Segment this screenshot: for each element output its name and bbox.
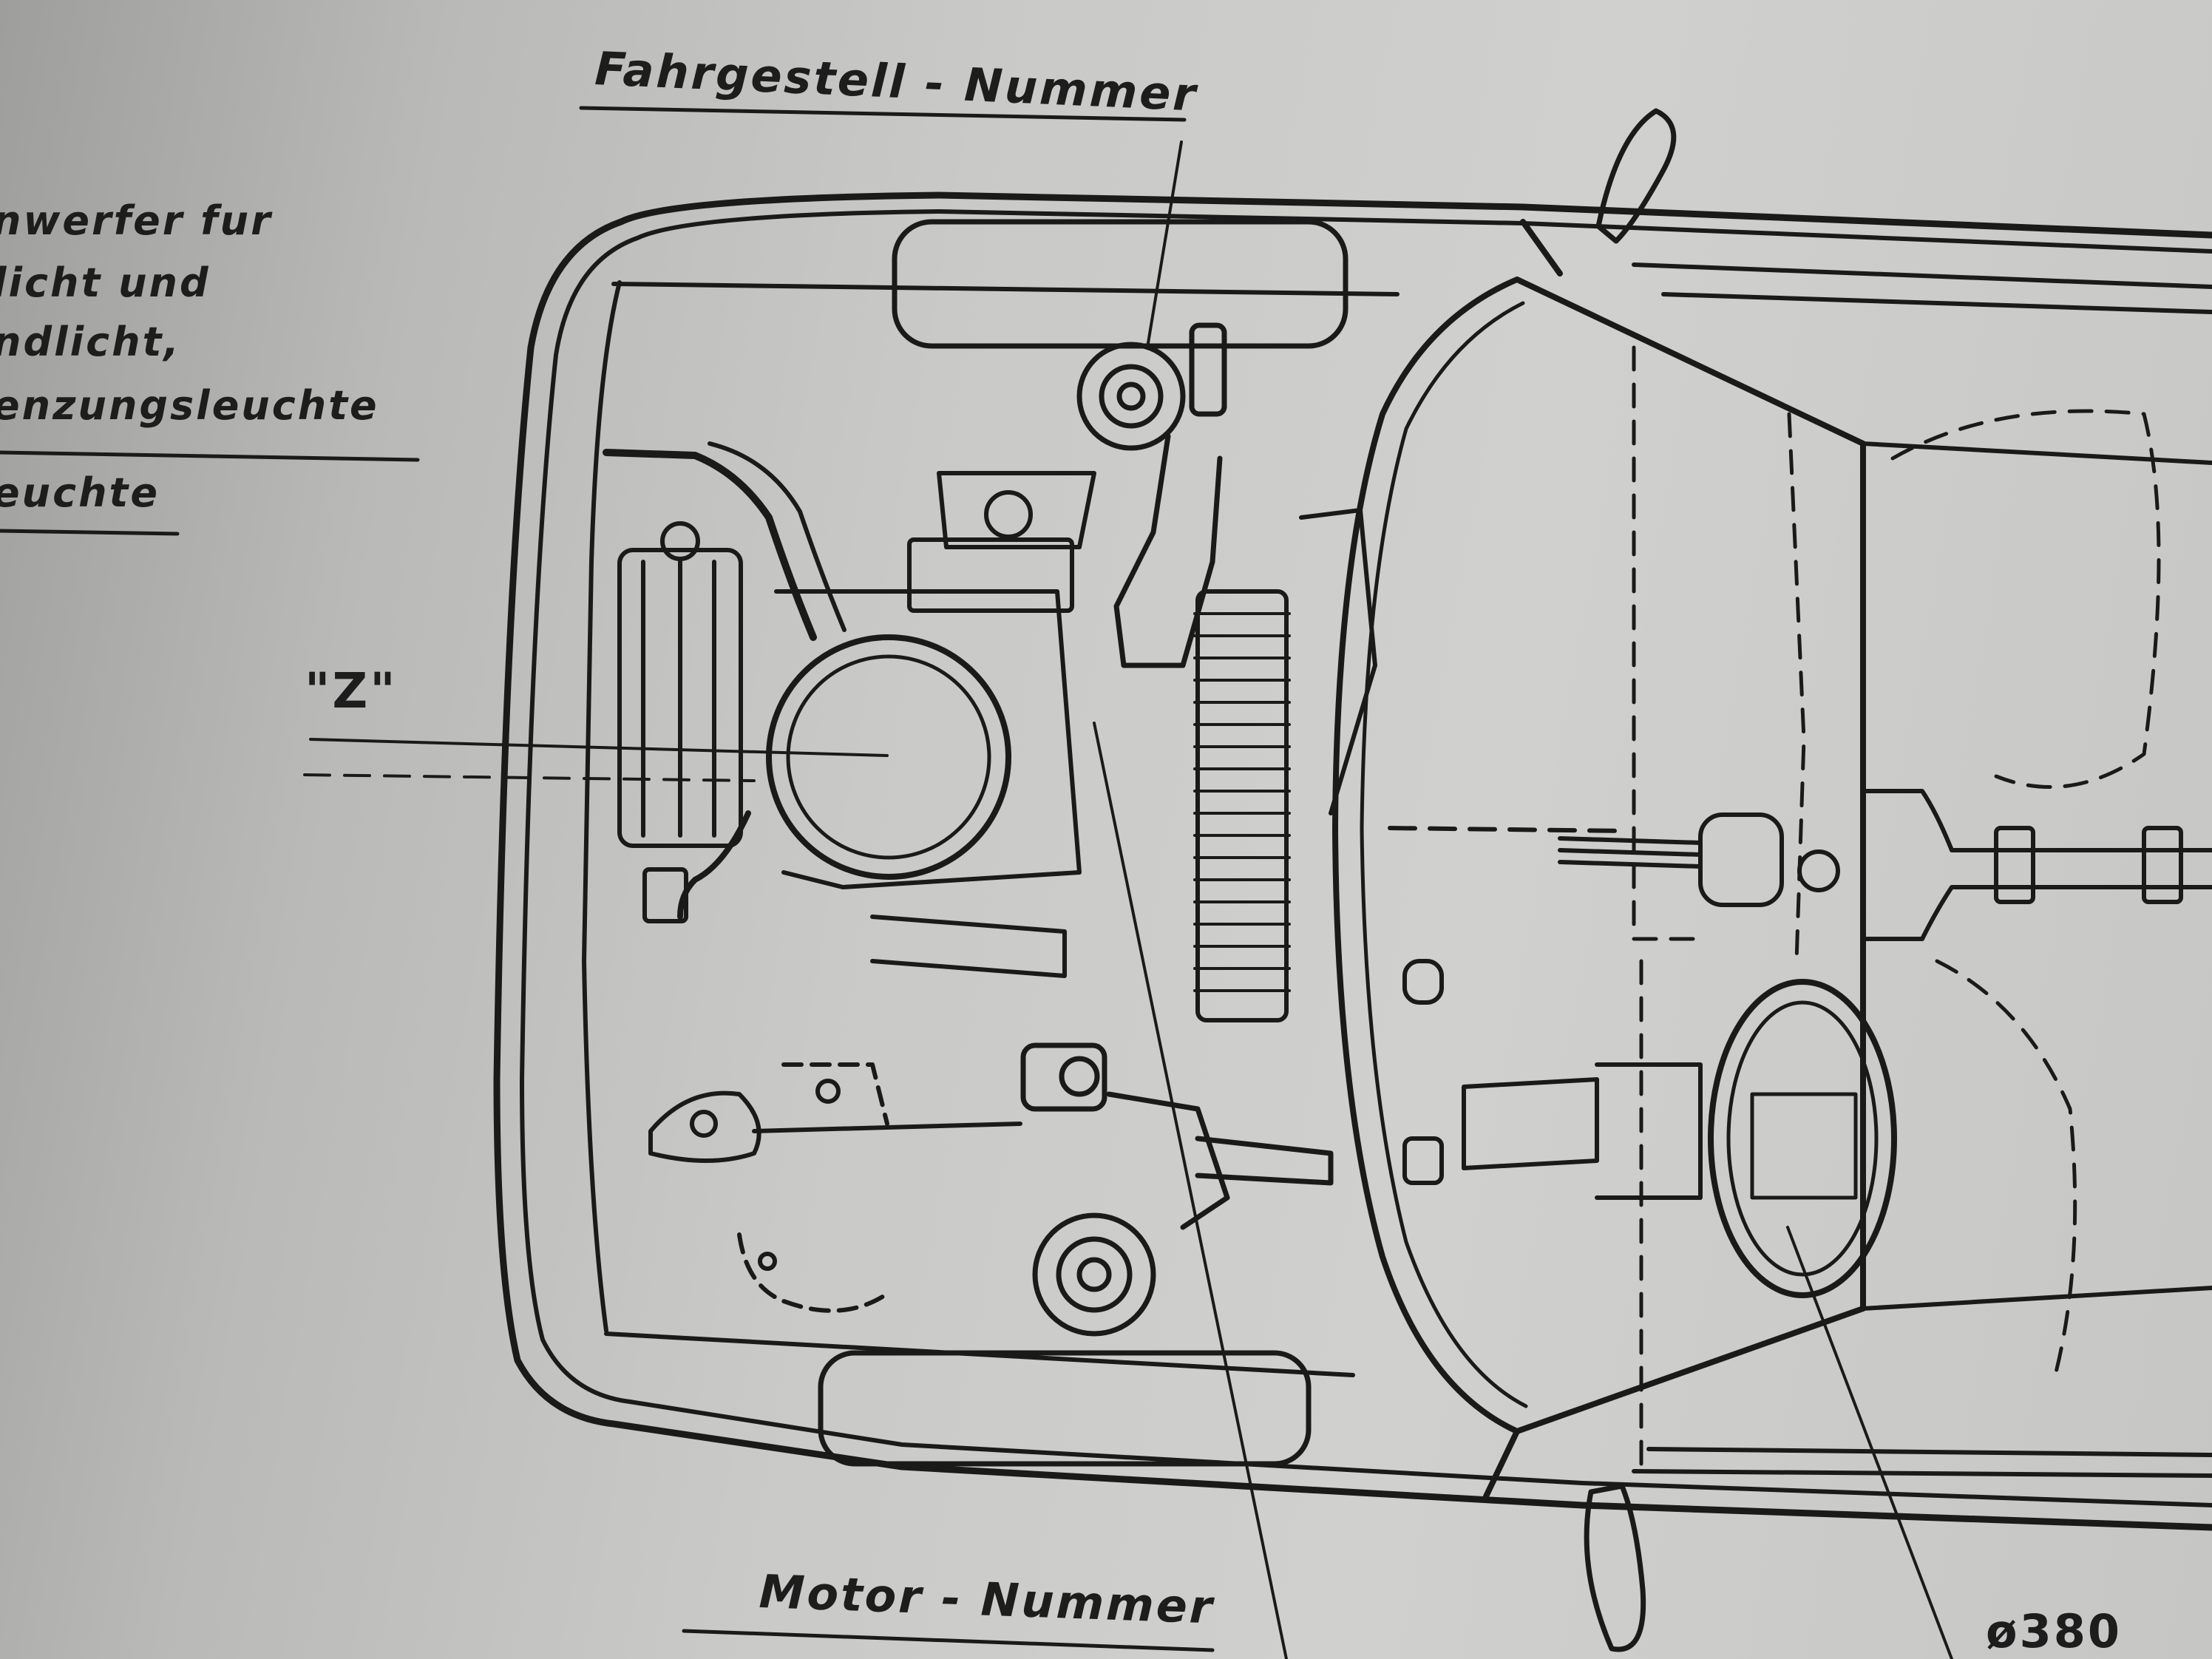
body-outline [493,191,2212,1531]
wheel-arches [818,219,1348,1467]
windshield-frame [1332,219,1866,1499]
center-tunnel [1388,789,2212,941]
steering-rack [1193,508,1377,1022]
side-mirrors [1584,108,1677,1652]
strut-mount-bottom [1020,1042,1334,1337]
label-underlines [0,106,1215,1652]
steering-wheel-diameter-label: ø380 [1986,1604,2123,1658]
legend-line-2: licht und [0,259,211,306]
legend-line-3: ndlicht, [0,319,181,365]
legend-line-1: nwerfer fur [0,197,273,244]
side-rails [1632,262,2212,1478]
legend-line-4: enzungsleuchte [0,382,379,429]
interior-dashed-outline [1632,345,2161,1466]
air-cleaner [603,441,1011,920]
legend-line-5: euchte [0,469,160,516]
engine-block [774,471,1096,978]
washer-assembly [648,1062,1022,1313]
view-z-marker: "Z" [305,662,398,719]
steering-wheel [1708,979,1897,1298]
front-bumper [582,280,1400,1377]
radiator [617,521,743,923]
brake-booster [1402,812,1840,1200]
